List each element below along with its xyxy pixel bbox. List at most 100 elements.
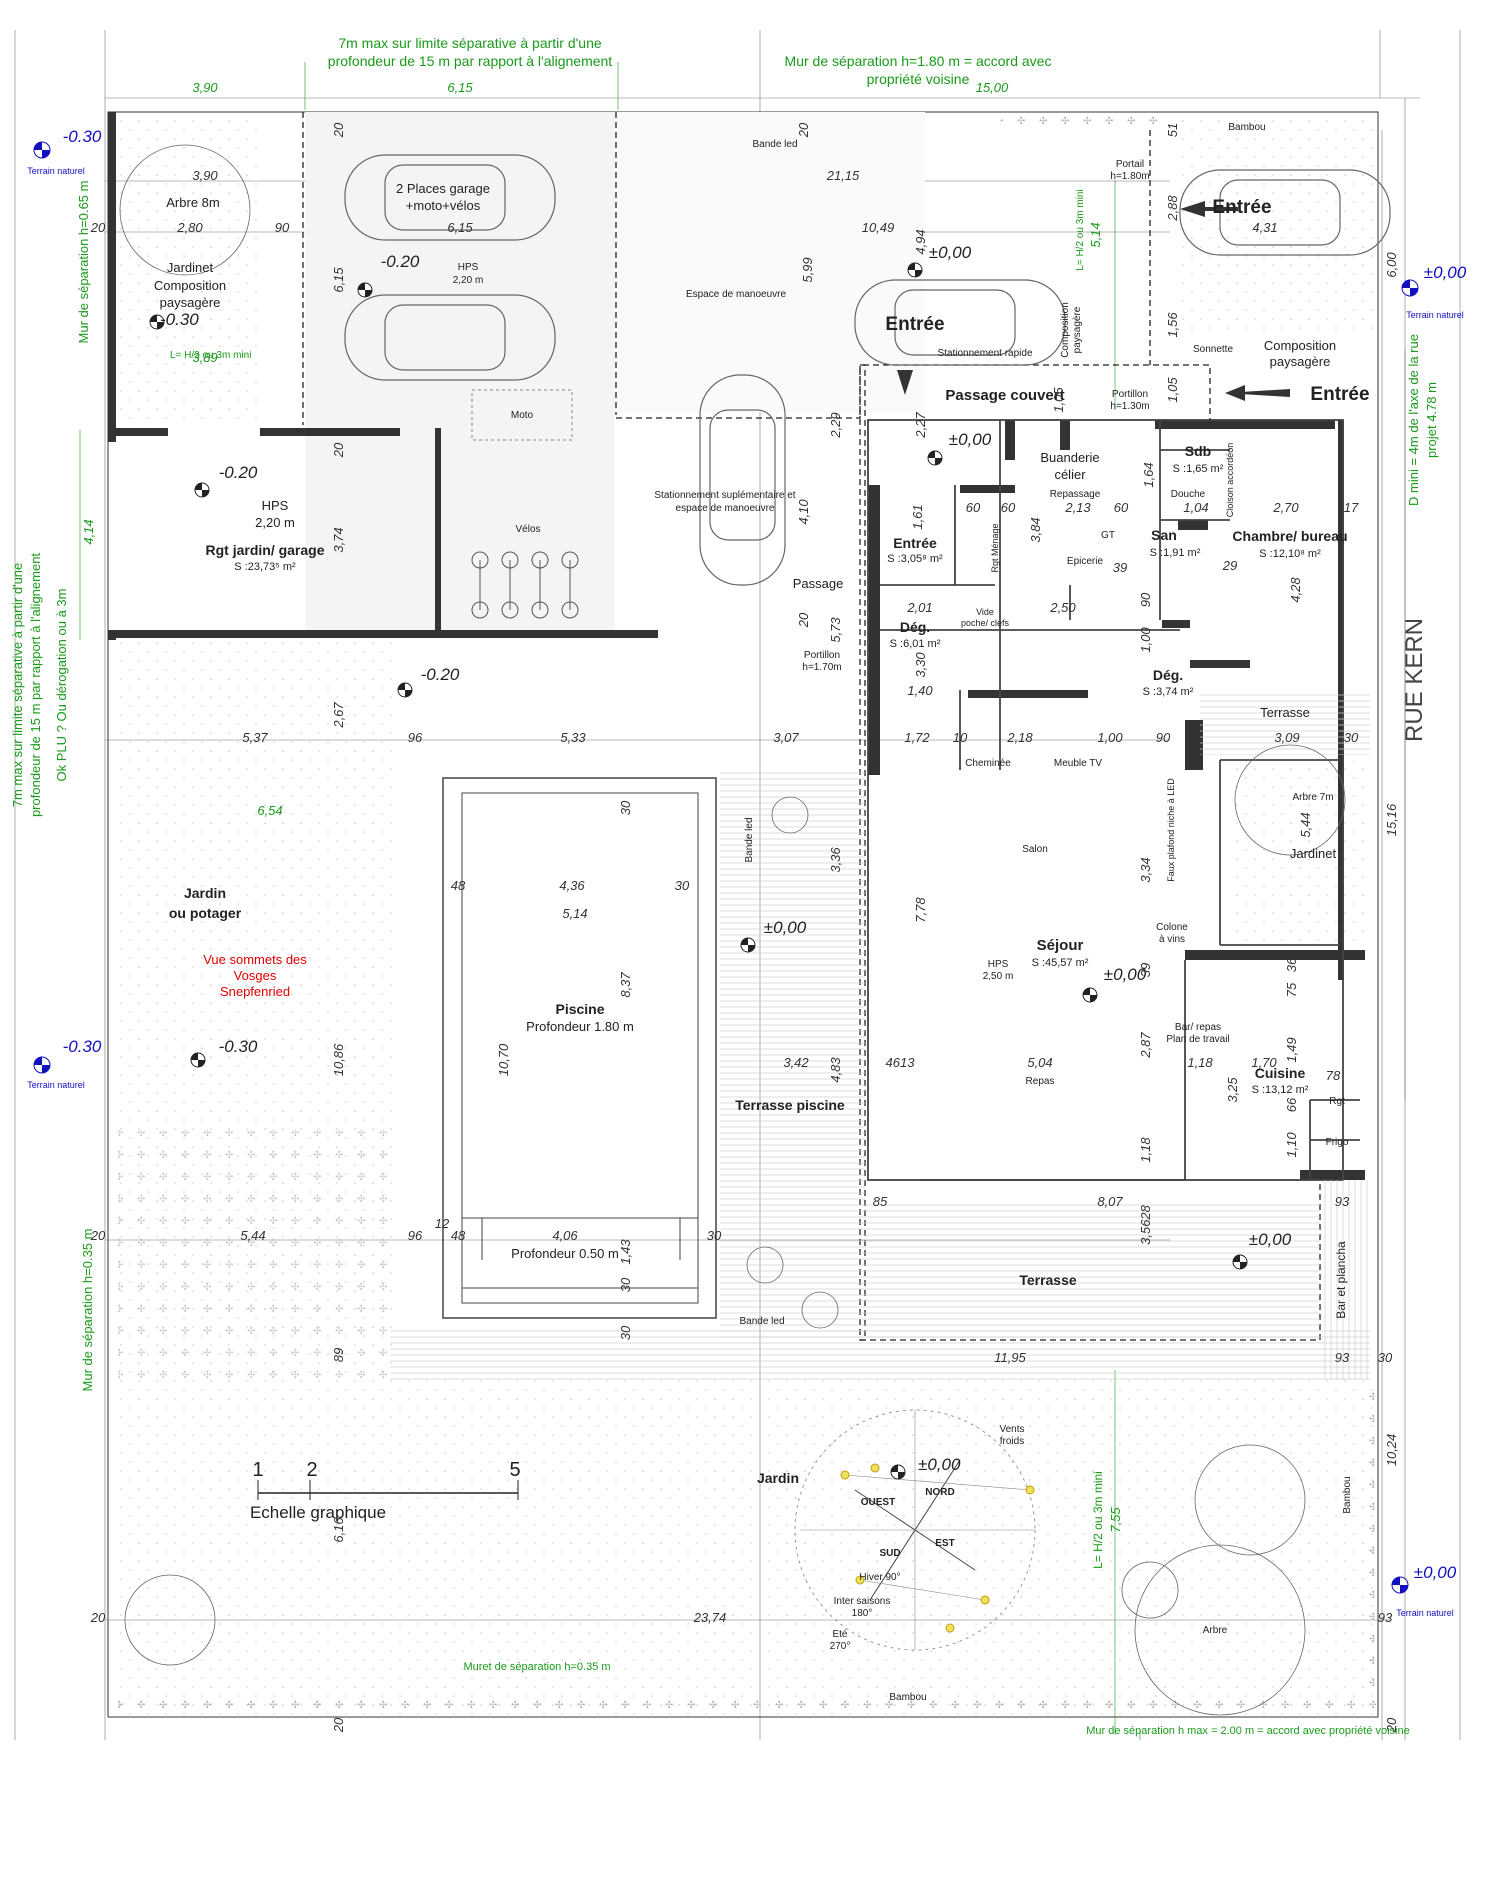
dim-60-c: 60: [1114, 500, 1129, 515]
dim-20-i: 20: [331, 1717, 346, 1733]
room-cuisine: Cuisine: [1255, 1065, 1306, 1081]
label-bande-led-bottom: Bande led: [739, 1316, 784, 1327]
dim-7-55: 7,55: [1108, 1507, 1123, 1533]
label-hps-garage-h: 2,20 m: [453, 275, 484, 286]
room-sdb-area: S :1,65 m²: [1173, 463, 1224, 475]
bikes: [471, 551, 579, 619]
main-deck: [720, 1200, 1320, 1340]
dim-20-f: 20: [90, 1228, 106, 1243]
pool: [442, 777, 717, 1319]
label-jardinet-east: Jardinet: [1290, 846, 1337, 861]
dim-6-54: 6,54: [257, 803, 282, 818]
level-entry-drive: ±0,00: [929, 243, 972, 262]
label-hps-rgt-h: 2,20 m: [255, 515, 295, 530]
level-nw: -0.30: [63, 127, 102, 146]
dim-20-d: 20: [796, 122, 811, 138]
entry-arrows: [897, 201, 1290, 401]
dim-66: 66: [1284, 1097, 1299, 1112]
label-cloison: Cloison accordéon: [1225, 443, 1235, 518]
level-pool-deck: ±0,00: [764, 918, 807, 937]
dim-90-c: 90: [1156, 730, 1171, 745]
dim-10: 10: [953, 730, 968, 745]
dim-90-b: 90: [1138, 592, 1153, 607]
room-cuisine-area: S :13,12 m²: [1252, 1084, 1309, 1096]
label-piscine-profondeur: Profondeur 1.80 m: [526, 1019, 634, 1034]
label-compo-east-2: paysagère: [1270, 354, 1331, 369]
label-hps-sejour: HPS: [988, 959, 1009, 970]
street-name: RUE KERN: [1401, 618, 1428, 742]
dim-5-33: 5,33: [560, 730, 586, 745]
label-bande-led-top: Bande led: [752, 139, 797, 150]
room-sdb: Sdb: [1185, 443, 1211, 459]
tn-label-ne: Terrain naturel: [1406, 310, 1464, 320]
dim-12: 12: [435, 1216, 450, 1231]
dim-4-28: 4,28: [1288, 577, 1303, 603]
dim-1-18-v: 1,18: [1138, 1137, 1153, 1163]
room-chambre-area: S :12,10⁸ m²: [1259, 548, 1321, 560]
label-inter-saisons-2: 180°: [852, 1608, 873, 1619]
label-entree-east: Entrée: [1310, 384, 1369, 405]
garage-floor: [305, 112, 615, 632]
dim-10-49: 10,49: [862, 220, 895, 235]
dim-4-10: 4,10: [796, 499, 811, 525]
garden-zones: [118, 116, 1376, 1715]
cars: [344, 154, 1391, 586]
dim-1-18: 1,18: [1187, 1055, 1213, 1070]
dim-8-07: 8,07: [1097, 1194, 1123, 1209]
label-portillon-2-h: h=1.70m: [802, 662, 841, 673]
label-garage-1: 2 Places garage: [396, 181, 490, 196]
dim-3-09: 3,09: [1274, 730, 1299, 745]
left-note-wall-065: Mur de séparation h=0.65 m: [76, 181, 91, 344]
label-epicerie: Epicerie: [1067, 556, 1104, 567]
label-vue-vosges-1: Vue sommets des: [203, 952, 307, 967]
label-vide-2: poche/ clefs: [961, 618, 1010, 628]
dim-96-b: 96: [408, 1228, 423, 1243]
top-note-wall-line2: propriété voisine: [867, 71, 970, 87]
label-hps-garage: HPS: [458, 262, 479, 273]
label-vide-1: Vide: [976, 607, 994, 617]
room-chambre-bureau: Chambre/ bureau: [1232, 528, 1347, 544]
label-repas: Repas: [1026, 1076, 1055, 1087]
dim-3-25: 3,25: [1225, 1077, 1240, 1103]
dim-2-87: 2,87: [1138, 1032, 1153, 1059]
label-stationnement-rapide: Stationnement rapide: [937, 348, 1033, 359]
level-garden: -0.30: [219, 1037, 258, 1056]
label-portillon: Portillon: [1112, 389, 1148, 400]
scale-mark-1: 1: [252, 1459, 263, 1481]
dim-48-a: 48: [451, 878, 466, 893]
dim-3-84: 3,84: [1028, 517, 1043, 542]
dim-30-a: 30: [1344, 730, 1359, 745]
dim-3-42: 3,42: [783, 1055, 809, 1070]
label-jardin-potager-1: Jardin: [184, 885, 226, 901]
label-sonnette: Sonnette: [1193, 344, 1233, 355]
label-jardin-potager-2: ou potager: [169, 905, 242, 921]
label-bar-plancha: Bar et plancha: [1334, 1241, 1348, 1319]
dim-1-49: 1,49: [1284, 1037, 1299, 1062]
label-lh2-vert-top: L= H/2 ou 3m mini: [1075, 189, 1086, 270]
dim-4613: 4613: [886, 1055, 916, 1070]
dim-20-c: 20: [331, 442, 346, 458]
dim-4-94: 4,94: [913, 229, 928, 254]
dim-2-50: 2,50: [1049, 600, 1076, 615]
dim-6-16: 6,16: [331, 1517, 346, 1543]
scale-bar: [257, 1480, 519, 1500]
dim-1-72: 1,72: [904, 730, 930, 745]
dim-3-74: 3,74: [331, 527, 346, 552]
pool-deck: [720, 770, 865, 1200]
label-rgt-kitchen: Rgt: [1329, 1096, 1345, 1107]
dim-3-89: 3,89: [192, 350, 217, 365]
tn-label-nw: Terrain naturel: [27, 166, 85, 176]
dim-90-a: 90: [275, 220, 290, 235]
dim-5-14: 5,14: [1088, 222, 1103, 247]
room-buanderie-2: célier: [1054, 467, 1086, 482]
lower-deck: [390, 1330, 1370, 1380]
dim-10-86: 10,86: [331, 1043, 346, 1076]
dim-20-e: 20: [796, 612, 811, 628]
label-vue-vosges-2: Vosges: [234, 968, 277, 983]
dim-4-83: 4,83: [828, 1057, 843, 1083]
dim-1-64: 1,64: [1141, 462, 1156, 487]
level-garden-south: ±0,00: [918, 1455, 961, 1474]
label-bar-repas-1: Bar/ repas: [1175, 1022, 1221, 1033]
level-markers: [33, 141, 1419, 1594]
